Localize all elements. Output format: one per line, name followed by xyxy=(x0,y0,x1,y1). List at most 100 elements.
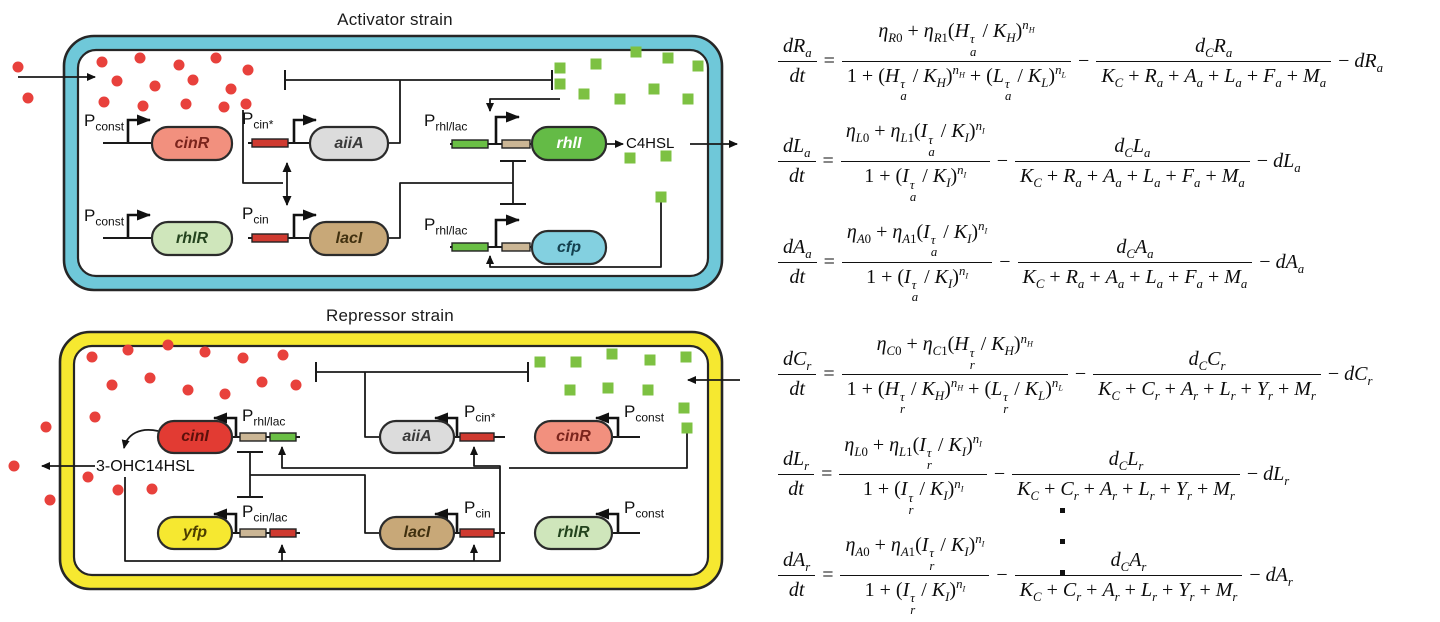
operator-bar-red xyxy=(459,528,495,538)
promoter-arrow xyxy=(292,114,317,142)
molecule-dot-3-OHC14HSL xyxy=(240,98,252,110)
promoter-label: Pcin xyxy=(464,498,491,521)
operator-bar-green xyxy=(451,242,489,252)
molecule-dot-3-OHC14HSL xyxy=(112,484,124,496)
molecule-dot-3-OHC14HSL xyxy=(12,61,24,73)
molecule-dot-3-OHC14HSL xyxy=(242,64,254,76)
aiiA-output-line xyxy=(388,80,401,144)
math-fragment: dt xyxy=(788,165,805,188)
molecule-dot-3-OHC14HSL xyxy=(89,411,101,423)
molecule-dot-3-OHC14HSL xyxy=(256,376,268,388)
promoter-arrow xyxy=(494,214,520,247)
operator: − xyxy=(999,250,1011,273)
operator: = xyxy=(823,362,835,385)
molecule-dot-3-OHC14HSL xyxy=(144,372,156,384)
molecule-dot-3-OHC14HSL xyxy=(40,421,52,433)
operator: − xyxy=(996,563,1008,586)
molecule-square-C4HSL xyxy=(570,356,582,368)
molecule-square-C4HSL xyxy=(692,60,704,72)
math-fragment: − dRa xyxy=(1338,49,1383,75)
molecule-square-C4HSL xyxy=(642,384,654,396)
molecule-square-C4HSL xyxy=(680,351,692,363)
gene-oval-rhlR xyxy=(533,515,614,551)
math-fragment: dt xyxy=(788,578,805,601)
math-fragment: − dAr xyxy=(1249,563,1293,589)
math-fragment: dt xyxy=(789,265,806,288)
molecule-dot-3-OHC14HSL xyxy=(111,75,123,87)
math-fragment: dCCr xyxy=(1093,348,1321,375)
operator-bar-green xyxy=(451,139,489,149)
math-fragment: dCLr xyxy=(1012,448,1240,476)
operator: = xyxy=(823,250,835,273)
molecule-dot-3-OHC14HSL xyxy=(210,52,222,64)
operator-bar-tan xyxy=(501,242,531,252)
math-fragment: − dAa xyxy=(1259,250,1305,276)
molecule-dot-3-OHC14HSL xyxy=(96,56,108,68)
molecule-dot-3-OHC14HSL xyxy=(182,384,194,396)
molecule-dot-3-OHC14HSL xyxy=(86,351,98,363)
promoter-label: Pconst xyxy=(84,111,125,134)
math-fragment: − dCr xyxy=(1327,362,1373,388)
molecule-square-C4HSL xyxy=(564,384,576,396)
molecule-dot-3-OHC14HSL xyxy=(8,460,20,472)
math-fragment: KC + Cr + Ar + Lr + Yr + Mr xyxy=(1019,578,1238,604)
operator-bar-red xyxy=(251,233,289,243)
gene-oval-cinR xyxy=(150,125,234,162)
molecule-square-C4HSL xyxy=(681,422,693,434)
math-fragment: dLr xyxy=(778,448,815,476)
promoter-arrow xyxy=(126,114,151,142)
math-fragment: KC + Ra + Aa + La + Fa + Ma xyxy=(1101,64,1327,90)
c4hsl-signal-line xyxy=(509,432,688,469)
operator-bar-tan xyxy=(239,528,267,538)
molecule-square-C4HSL xyxy=(655,191,667,203)
promoter-label: Pconst xyxy=(624,402,665,425)
molecule-square-C4HSL xyxy=(554,62,566,74)
molecule-square-C4HSL xyxy=(602,382,614,394)
activator-strain-title: Activator strain xyxy=(337,10,453,29)
operator: − xyxy=(1074,362,1087,385)
c4hsl-activation-prhllac xyxy=(278,446,500,469)
math-fragment: dt xyxy=(789,64,806,87)
molecule-dot-3-OHC14HSL xyxy=(106,379,118,391)
operator: − xyxy=(993,463,1006,486)
molecule-dot-3-OHC14HSL xyxy=(162,339,174,351)
promoter-arrow xyxy=(595,412,620,436)
cinI-to-ohc-arrow xyxy=(121,429,159,449)
promoter-arrow xyxy=(494,111,520,144)
molecule-square-C4HSL xyxy=(662,52,674,64)
ohc-activation-trunk xyxy=(124,446,501,562)
operator: = xyxy=(822,563,834,586)
molecule-dot-3-OHC14HSL xyxy=(290,379,302,391)
molecule-square-C4HSL xyxy=(554,78,566,90)
math-fragment: dCr xyxy=(778,348,817,375)
math-fragment: − dLa xyxy=(1256,150,1301,176)
operator: = xyxy=(822,150,834,173)
molecule-square-C4HSL xyxy=(624,152,636,164)
promoter-label: Prhl/lac xyxy=(424,215,468,238)
math-fragment: dt xyxy=(789,377,805,400)
molecule-dot-3-OHC14HSL xyxy=(199,346,211,358)
gene-oval-lacI xyxy=(308,220,390,257)
molecule-square-C4HSL xyxy=(590,58,602,70)
ellipsis-square xyxy=(1060,508,1065,513)
molecule-dot-3-OHC14HSL xyxy=(277,349,289,361)
promoter-label: Prhl/lac xyxy=(242,406,286,429)
gene-oval-yfp xyxy=(156,515,234,551)
signal-molecules xyxy=(8,46,704,506)
gene-oval-rhlR xyxy=(150,220,234,257)
math-fragment: KC + Ra + Aa + La + Fa + Ma xyxy=(1022,265,1248,291)
